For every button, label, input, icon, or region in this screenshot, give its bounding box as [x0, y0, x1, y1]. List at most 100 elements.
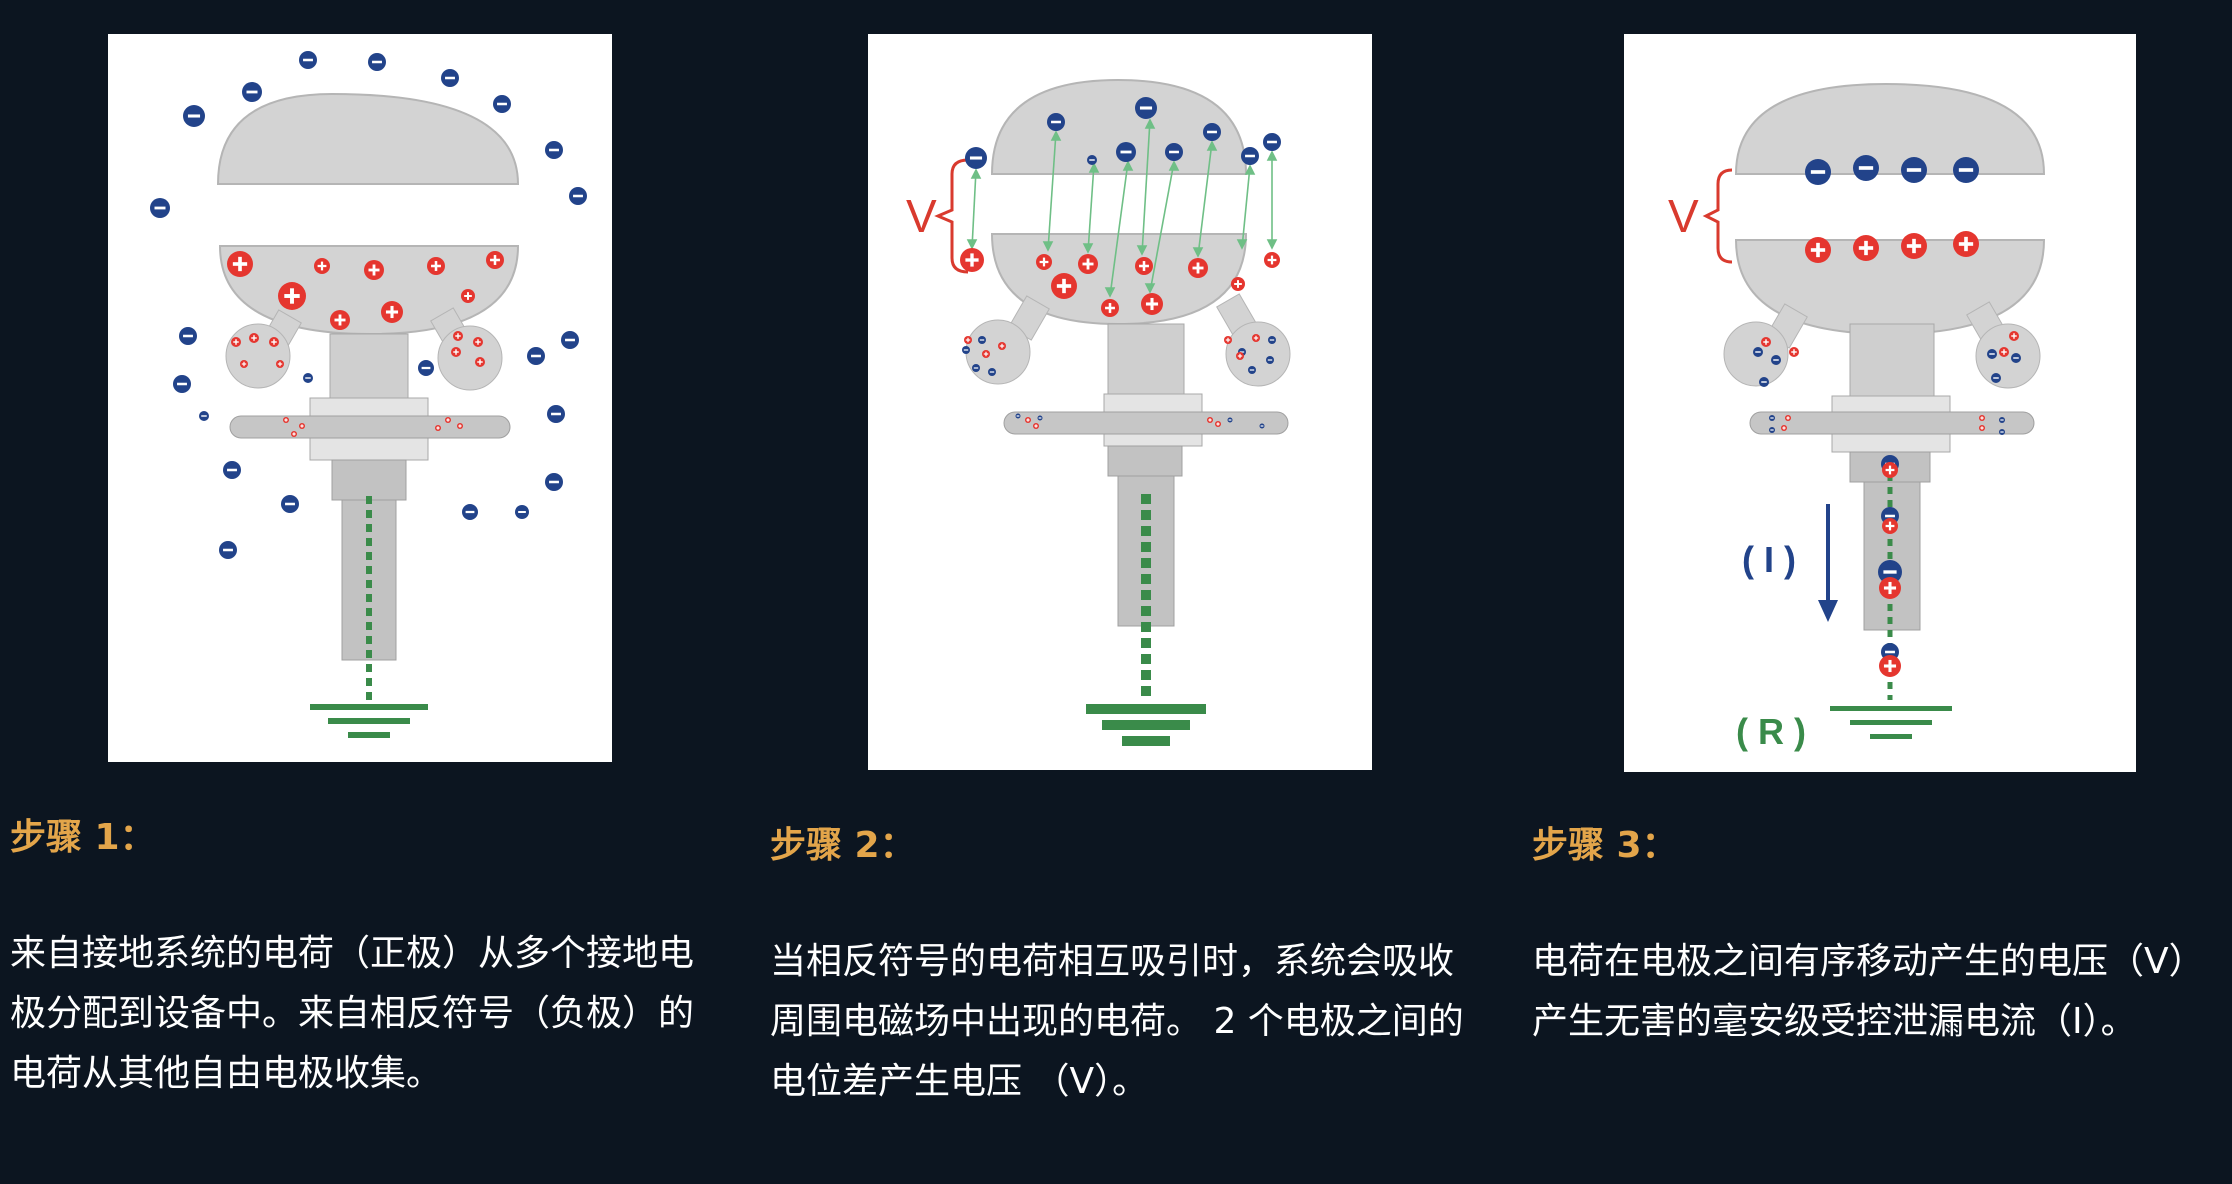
- plus-charge-icon: [1141, 293, 1163, 315]
- resistance-label: ( R ): [1736, 711, 1806, 752]
- arrow-head: [1088, 162, 1100, 173]
- attraction-arrow: [1087, 163, 1095, 253]
- plus-charge-icon: [314, 258, 330, 274]
- minus-charge-icon: [462, 504, 478, 520]
- minus-charge-icon: [1771, 355, 1781, 365]
- plus-charge-icon: [299, 423, 305, 429]
- ground-symbol-icon: [310, 704, 428, 738]
- minus-charge-icon: [1991, 373, 2001, 383]
- minus-charge-icon: [242, 82, 262, 102]
- step2-diagram-svg: V: [906, 78, 1291, 746]
- plus-charge-icon: [1785, 415, 1791, 421]
- minus-charge-icon: [965, 147, 987, 169]
- arrow-head: [1042, 241, 1054, 252]
- plus-charge-icon: [451, 347, 461, 357]
- crossbar: [229, 415, 511, 439]
- minus-charge-icon: [547, 405, 565, 423]
- plus-charge-icon: [1789, 347, 1799, 357]
- minus-charge-icon: [978, 336, 986, 344]
- minus-charge-icon: [988, 368, 996, 376]
- plus-charge-icon: [960, 248, 984, 272]
- minus-charge-icon: [1953, 157, 1979, 183]
- arrow-head: [1136, 245, 1148, 256]
- plus-charge-icon: [1882, 462, 1898, 478]
- minus-charge-icon: [493, 95, 511, 113]
- right-collector-ball: [1966, 301, 2041, 389]
- arrow-head: [1236, 239, 1248, 250]
- minus-charge-icon: [972, 364, 980, 372]
- minus-charge-icon: [299, 51, 317, 69]
- minus-charge-icon: [1047, 113, 1065, 131]
- minus-charge-icon: [1753, 347, 1763, 357]
- minus-charge-icon: [1116, 142, 1136, 162]
- arrow-head: [1244, 164, 1256, 175]
- plus-charge-icon: [453, 331, 463, 341]
- step1-diagram: [108, 34, 612, 762]
- plus-charge-icon: [330, 310, 350, 330]
- plus-charge-icon: [283, 417, 289, 423]
- arrow-head: [1082, 243, 1094, 254]
- step1-diagram-svg: [150, 51, 587, 738]
- plus-charge-icon: [1999, 347, 2009, 357]
- plus-charge-icon: [364, 260, 384, 280]
- minus-charge-icon: [1805, 159, 1831, 185]
- minus-charge-icon: [1853, 155, 1879, 181]
- minus-charge-icon: [179, 327, 197, 345]
- plus-charge-icon: [381, 301, 403, 323]
- mast-base: [331, 459, 407, 501]
- negative-charges: [962, 97, 1281, 429]
- plus-charge-icon: [964, 336, 972, 344]
- minus-charge-icon: [281, 495, 299, 513]
- attraction-arrows: [966, 118, 1278, 298]
- minus-charge-icon: [1999, 429, 2005, 435]
- plus-charge-icon: [486, 251, 504, 269]
- left-collector-ball: [225, 309, 302, 389]
- minus-charge-icon: [1135, 97, 1157, 119]
- minus-charge-icon: [1987, 349, 1997, 359]
- plus-charge-icon: [1979, 425, 1985, 431]
- plus-charge-icon: [1882, 518, 1898, 534]
- minus-charge-icon: [1769, 427, 1775, 433]
- minus-charge-icon: [1259, 423, 1265, 429]
- minus-charge-icon: [173, 375, 191, 393]
- arrow-head: [1144, 118, 1156, 129]
- plus-charge-icon: [457, 423, 463, 429]
- plus-charge-icon: [1979, 415, 1985, 421]
- negative-charges: [150, 51, 587, 559]
- step1-description: 来自接地系统的电荷（正极）从多个接地电极分配到设备中。来自相反符号（负极）的电荷…: [10, 933, 695, 1094]
- plus-charge-icon: [1025, 417, 1031, 423]
- minus-charge-icon: [1878, 560, 1902, 584]
- plus-charge-icon: [1252, 334, 1260, 342]
- plus-charge-icon: [269, 337, 279, 347]
- plus-charge-icon: [1879, 577, 1901, 599]
- minus-charge-icon: [303, 373, 313, 383]
- minus-charge-icon: [545, 473, 563, 491]
- step3-diagram: ( I ) ( R ) V: [1624, 34, 2136, 772]
- plus-charge-icon: [1901, 233, 1927, 259]
- plus-charge-icon: [2009, 331, 2019, 341]
- attraction-arrow: [1047, 131, 1057, 251]
- arrow-head: [970, 168, 982, 179]
- minus-charge-icon: [515, 505, 529, 519]
- arrow-head: [1144, 283, 1156, 294]
- minus-charge-icon: [183, 105, 205, 127]
- minus-charge-icon: [1263, 133, 1281, 151]
- minus-charge-icon: [1268, 336, 1276, 344]
- plus-charge-icon: [445, 417, 451, 423]
- plus-charge-icon: [291, 431, 297, 437]
- plus-charge-icon: [1781, 425, 1787, 431]
- upper-electrode: [216, 92, 520, 185]
- minus-charge-icon: [418, 360, 434, 376]
- lower-electrode: [218, 245, 520, 336]
- plus-charge-icon: [1078, 254, 1098, 274]
- minus-charge-icon: [545, 141, 563, 159]
- right-collector-ball: [430, 307, 503, 391]
- minus-charge-icon: [1901, 157, 1927, 183]
- current-arrow: [1818, 504, 1838, 622]
- arrow-head: [1168, 160, 1180, 171]
- plus-charge-icon: [1231, 277, 1245, 291]
- plus-charge-icon: [240, 360, 248, 368]
- plus-charge-icon: [461, 289, 475, 303]
- arrow-head: [1050, 130, 1062, 141]
- minus-charge-icon: [1165, 143, 1183, 161]
